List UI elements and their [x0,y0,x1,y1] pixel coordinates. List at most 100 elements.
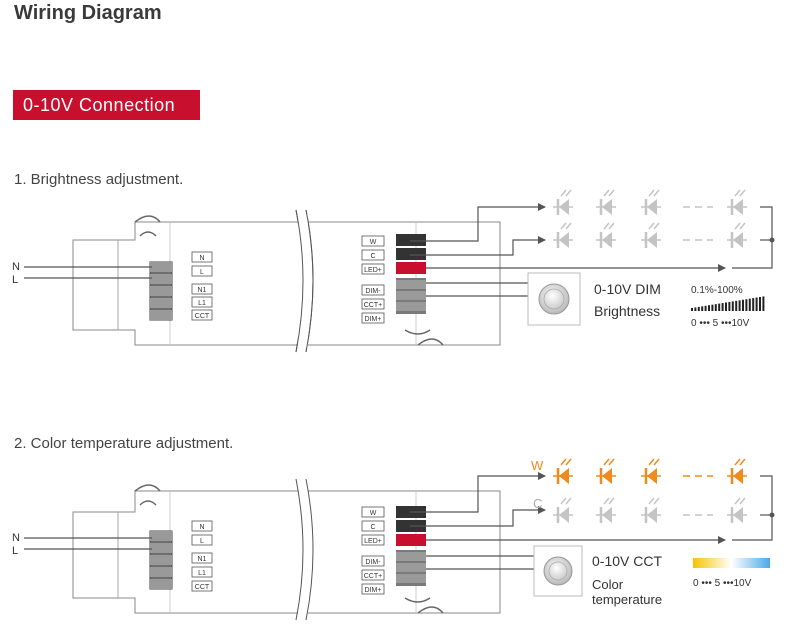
brightness-bar [718,303,721,311]
brightness-bar [735,300,738,311]
terminal-label-cct: CCT [195,584,210,591]
terminal-label-c: C [370,524,375,531]
dimmer-panel [533,545,583,597]
terminal-label-n: N [199,255,204,262]
brightness-bar [759,297,761,311]
dimmer-knob-icon [543,556,573,586]
brightness-bar [731,301,734,311]
dimmer-label: 0-10V DIM [594,281,661,297]
output-terminal-labels: W C LED+ DIM- CCT+ DIM+ [361,506,385,595]
mains-input: N L [12,532,152,557]
brightness-bar [738,300,741,311]
cct-gradient-bar [693,558,770,568]
terminal-label-n1: N1 [198,556,207,563]
brightness-bar [697,306,700,311]
terminal-label-led-plus: LED+ [364,267,382,274]
brightness-bar [701,306,704,311]
dimmer-knob-icon [538,283,570,315]
led-diode-icon [553,189,573,215]
brightness-bar [694,307,697,311]
terminal-label-dim-plus: DIM+ [365,316,382,323]
input-terminal-block [149,530,173,590]
brightness-scale-top: 0.1%-100% [691,285,743,296]
page-title: Wiring Diagram [14,2,162,24]
brightness-bar [742,299,744,311]
output-terminal-block [396,234,426,314]
terminal-label-w: W [370,239,377,246]
terminal-label-dim-minus: DIM- [365,559,381,566]
mount-hook [134,484,161,492]
led-diode-icon [727,222,747,248]
led-row-w-label: W [531,458,544,473]
dimmer-panel [527,272,581,326]
brightness-bar [714,304,717,311]
terminal-label-cct-plus: CCT+ [364,573,382,580]
terminal-label-n1: N1 [198,287,207,294]
body-break-line [295,478,304,621]
brightness-bar [691,308,693,311]
brightness-bar [762,296,765,311]
brightness-scale-bottom: 0 ••• 5 •••10V [691,318,750,329]
led-diode-icon [641,497,661,523]
brightness-bar [708,305,710,311]
terminal-label-cct-plus: CCT+ [364,302,382,309]
dimmer-label: 0-10V CCT [592,553,662,569]
terminal-label-cct: CCT [195,313,210,320]
led-diode-icon [727,497,747,523]
led-diode-icon [596,497,616,523]
dimmer-sublabel-line2: temperature [592,592,662,607]
brightness-scale-bars [691,296,765,311]
terminal-label-dim-minus: DIM- [365,288,381,295]
led-diode-icon [641,189,661,215]
terminal-label-dim-plus: DIM+ [365,587,382,594]
section-2-label: 2. Color temperature adjustment. [14,435,234,452]
led-diode-icon [553,497,573,523]
brightness-bar [755,297,758,311]
terminal-label-w: W [370,510,377,517]
section-2-diagram: N L N1 L1 CCT N L W C LED+ DIM- CCT+ [12,458,775,621]
led-row-2 [553,222,747,248]
mains-n-label: N [12,532,20,544]
terminal-label-c: C [370,253,375,260]
input-terminal-labels: N L N1 L1 CCT [191,520,213,592]
brightness-bar [728,301,731,311]
led-diode-icon [596,222,616,248]
mains-n-label: N [12,261,20,273]
led-diode-icon [596,189,616,215]
led-diode-icon [553,222,573,248]
mains-input: N L [12,261,152,286]
input-terminal-labels: N L N1 L1 CCT [191,251,213,321]
brightness-bar [725,302,727,311]
cct-scale-bottom: 0 ••• 5 •••10V [693,578,752,589]
terminal-label-l1: L1 [198,300,206,307]
led-diode-icon [727,189,747,215]
led-diode-icon [641,222,661,248]
brightness-bar [704,305,707,311]
output-terminal-labels: W C LED+ DIM- CCT+ DIM+ [361,235,385,324]
driver-body [72,490,501,614]
brightness-bar [721,303,724,311]
section-1-diagram: N L N1 L1 CCT N L W C LED+ DIM- [12,189,775,353]
brightness-bar [745,299,748,311]
brightness-bar [748,298,751,311]
input-terminal-block [149,261,173,321]
terminal-label-led-plus: LED+ [364,538,382,545]
driver-body [72,221,501,346]
connection-badge: 0-10V Connection [13,90,200,120]
led-diode-icon [727,458,747,484]
terminal-label-l1: L1 [198,570,206,577]
mains-l-label: L [12,545,18,557]
brightness-bar [711,304,714,311]
section-1-label: 1. Brightness adjustment. [14,171,184,188]
led-diode-icon [553,458,573,484]
output-terminal-block [396,506,426,586]
mains-l-label: L [12,274,18,286]
led-row-c [553,497,747,523]
led-diode-icon [596,458,616,484]
led-row-c-label: C [533,496,542,511]
terminal-label-l: L [200,538,204,545]
brightness-bar [752,298,755,311]
dimmer-sublabel: Brightness [594,303,660,319]
dimmer-sublabel-line1: Color [592,577,624,592]
